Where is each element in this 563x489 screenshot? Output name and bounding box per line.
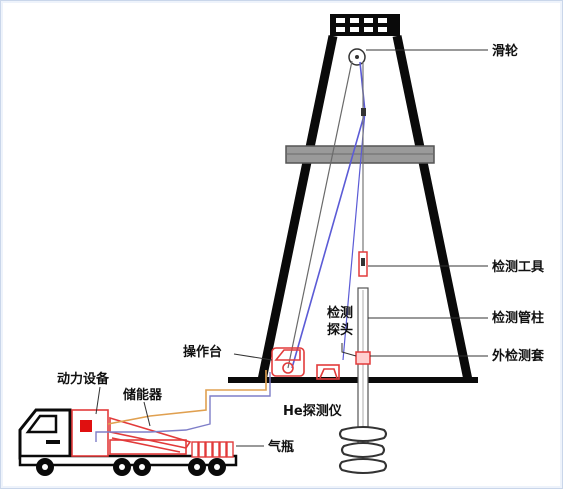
power-equipment [71,409,109,457]
bop-stack [339,426,387,474]
label-inspection-string: 检测管柱 [492,311,545,326]
label-he-detector: He探测仪 [283,404,342,419]
wire-line [287,60,353,369]
sheave-assembly [287,48,366,369]
probe-signal-cable [342,111,366,361]
label-probe-line1: 检测 [327,306,354,321]
hydraulic-line [107,370,267,425]
gas-line [95,372,271,442]
energy-storage [109,416,192,455]
derrick [257,14,473,381]
crown-block [330,14,400,36]
operation-console [271,347,305,377]
he-detector [316,364,340,380]
label-energy-storage: 储能器 [123,388,163,403]
service-truck [18,408,238,476]
label-probe-line2: 探头 [327,323,354,338]
derrick-right-leg [392,35,473,381]
inspection-assembly [355,251,371,449]
outer-inspection-sleeve [355,351,371,365]
label-gas-cylinder: 气瓶 [268,440,295,455]
label-inspection-tool: 检测工具 [492,260,545,275]
label-sheave: 滑轮 [492,44,519,59]
rig-floor [228,377,478,383]
truck-wheels [36,458,226,476]
gas-cylinders [191,441,234,458]
label-power-equipment: 动力设备 [57,372,110,387]
label-outer-inspection-sleeve: 外检测套 [492,349,545,364]
label-operation-console: 操作台 [183,345,223,360]
probe-leader [341,343,357,357]
connector [361,108,366,116]
derrick-left-leg [257,35,338,381]
leader-lines [95,49,488,447]
derrick-crossbeam [285,145,435,164]
truck-cab [18,408,72,460]
